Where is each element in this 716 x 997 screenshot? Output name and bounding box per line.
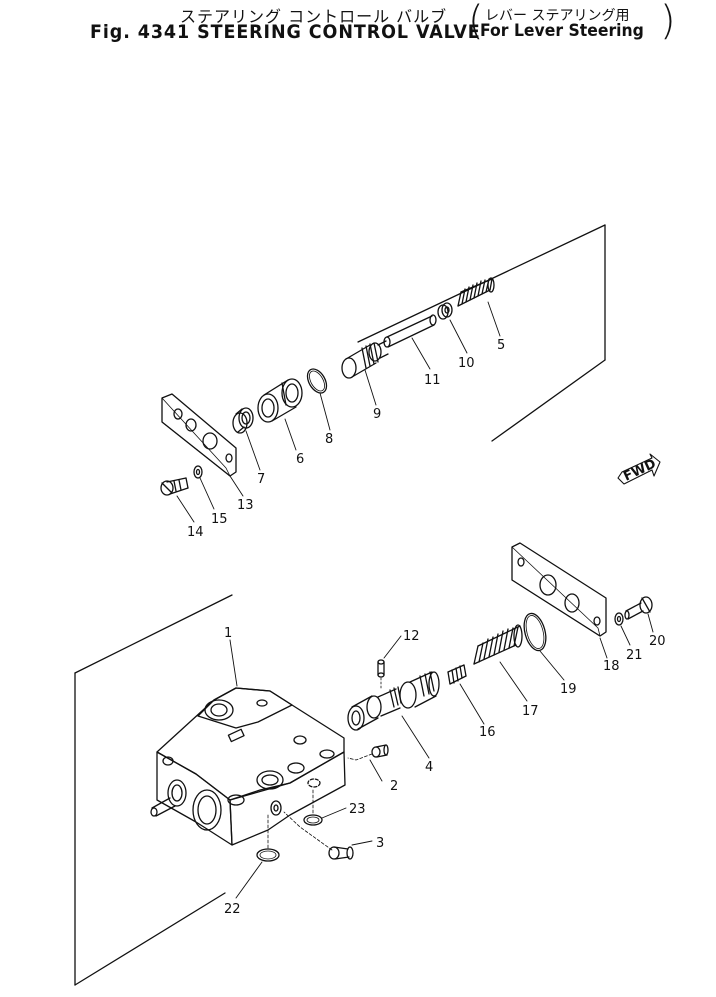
callout-15: 15 xyxy=(211,512,228,527)
part-4-spool xyxy=(347,671,440,731)
callout-19: 19 xyxy=(560,682,577,697)
open-paren: ( xyxy=(468,0,484,44)
part-22-o-ring xyxy=(256,814,280,862)
subtitle-japanese: レバー ステアリング用 xyxy=(485,8,630,24)
part-14-bolt xyxy=(160,477,189,496)
part-7-retainer xyxy=(232,407,254,434)
part-17-spring xyxy=(473,624,523,665)
close-paren: ) xyxy=(660,0,676,44)
callout-14: 14 xyxy=(187,525,204,540)
part-1-valve-body xyxy=(150,687,346,846)
part-21-washer xyxy=(614,612,624,626)
part-5-spring xyxy=(457,277,495,307)
part-2-plug xyxy=(347,744,389,761)
callout-18: 18 xyxy=(603,659,620,674)
part-10-nut xyxy=(437,302,453,320)
callout-16: 16 xyxy=(479,725,496,740)
part-6-sleeve xyxy=(257,378,303,423)
callout-2: 2 xyxy=(390,779,398,794)
callout-9: 9 xyxy=(373,407,381,422)
callout-17: 17 xyxy=(522,704,539,719)
part-23-o-ring xyxy=(303,789,323,826)
part-19-o-ring xyxy=(523,612,547,652)
figure-title: Fig. 4341 STEERING CONTROL VALVE xyxy=(90,21,481,43)
lower-reference-plane xyxy=(74,594,233,986)
part-8-o-ring xyxy=(306,368,328,394)
callout-22: 22 xyxy=(224,902,241,917)
callout-12: 12 xyxy=(403,629,420,644)
callout-7: 7 xyxy=(257,472,265,487)
callout-20: 20 xyxy=(649,634,666,649)
part-3-plug xyxy=(283,811,354,860)
callout-23: 23 xyxy=(349,802,366,817)
callout-4: 4 xyxy=(425,760,433,775)
callout-13: 13 xyxy=(237,498,254,513)
callout-3: 3 xyxy=(376,836,384,851)
part-9-spool xyxy=(341,340,389,379)
figure-subtitle: For Lever Steering xyxy=(480,21,644,41)
fwd-arrow-icon: FWD xyxy=(617,453,661,485)
part-11-rod xyxy=(383,314,437,348)
callout-8: 8 xyxy=(325,432,333,447)
title-japanese: ステアリング コントロール バルブ xyxy=(180,7,448,26)
callout-1: 1 xyxy=(224,626,232,641)
callout-5: 5 xyxy=(497,338,505,353)
part-13-cover-plate xyxy=(161,393,237,477)
part-20-bolt xyxy=(624,596,653,620)
callout-11: 11 xyxy=(424,373,441,388)
part-16-seat xyxy=(447,664,467,685)
leader-lines xyxy=(176,301,654,899)
callout-6: 6 xyxy=(296,452,304,467)
part-12-pin xyxy=(377,659,385,691)
callout-10: 10 xyxy=(458,356,475,371)
part-18-cover-plate xyxy=(511,542,607,637)
part-15-washer xyxy=(193,465,203,479)
callout-labels: 1 2 3 4 5 6 7 8 9 10 11 12 13 14 15 16 1… xyxy=(187,338,666,917)
fwd-label: FWD xyxy=(621,457,658,485)
callout-21: 21 xyxy=(626,648,643,663)
